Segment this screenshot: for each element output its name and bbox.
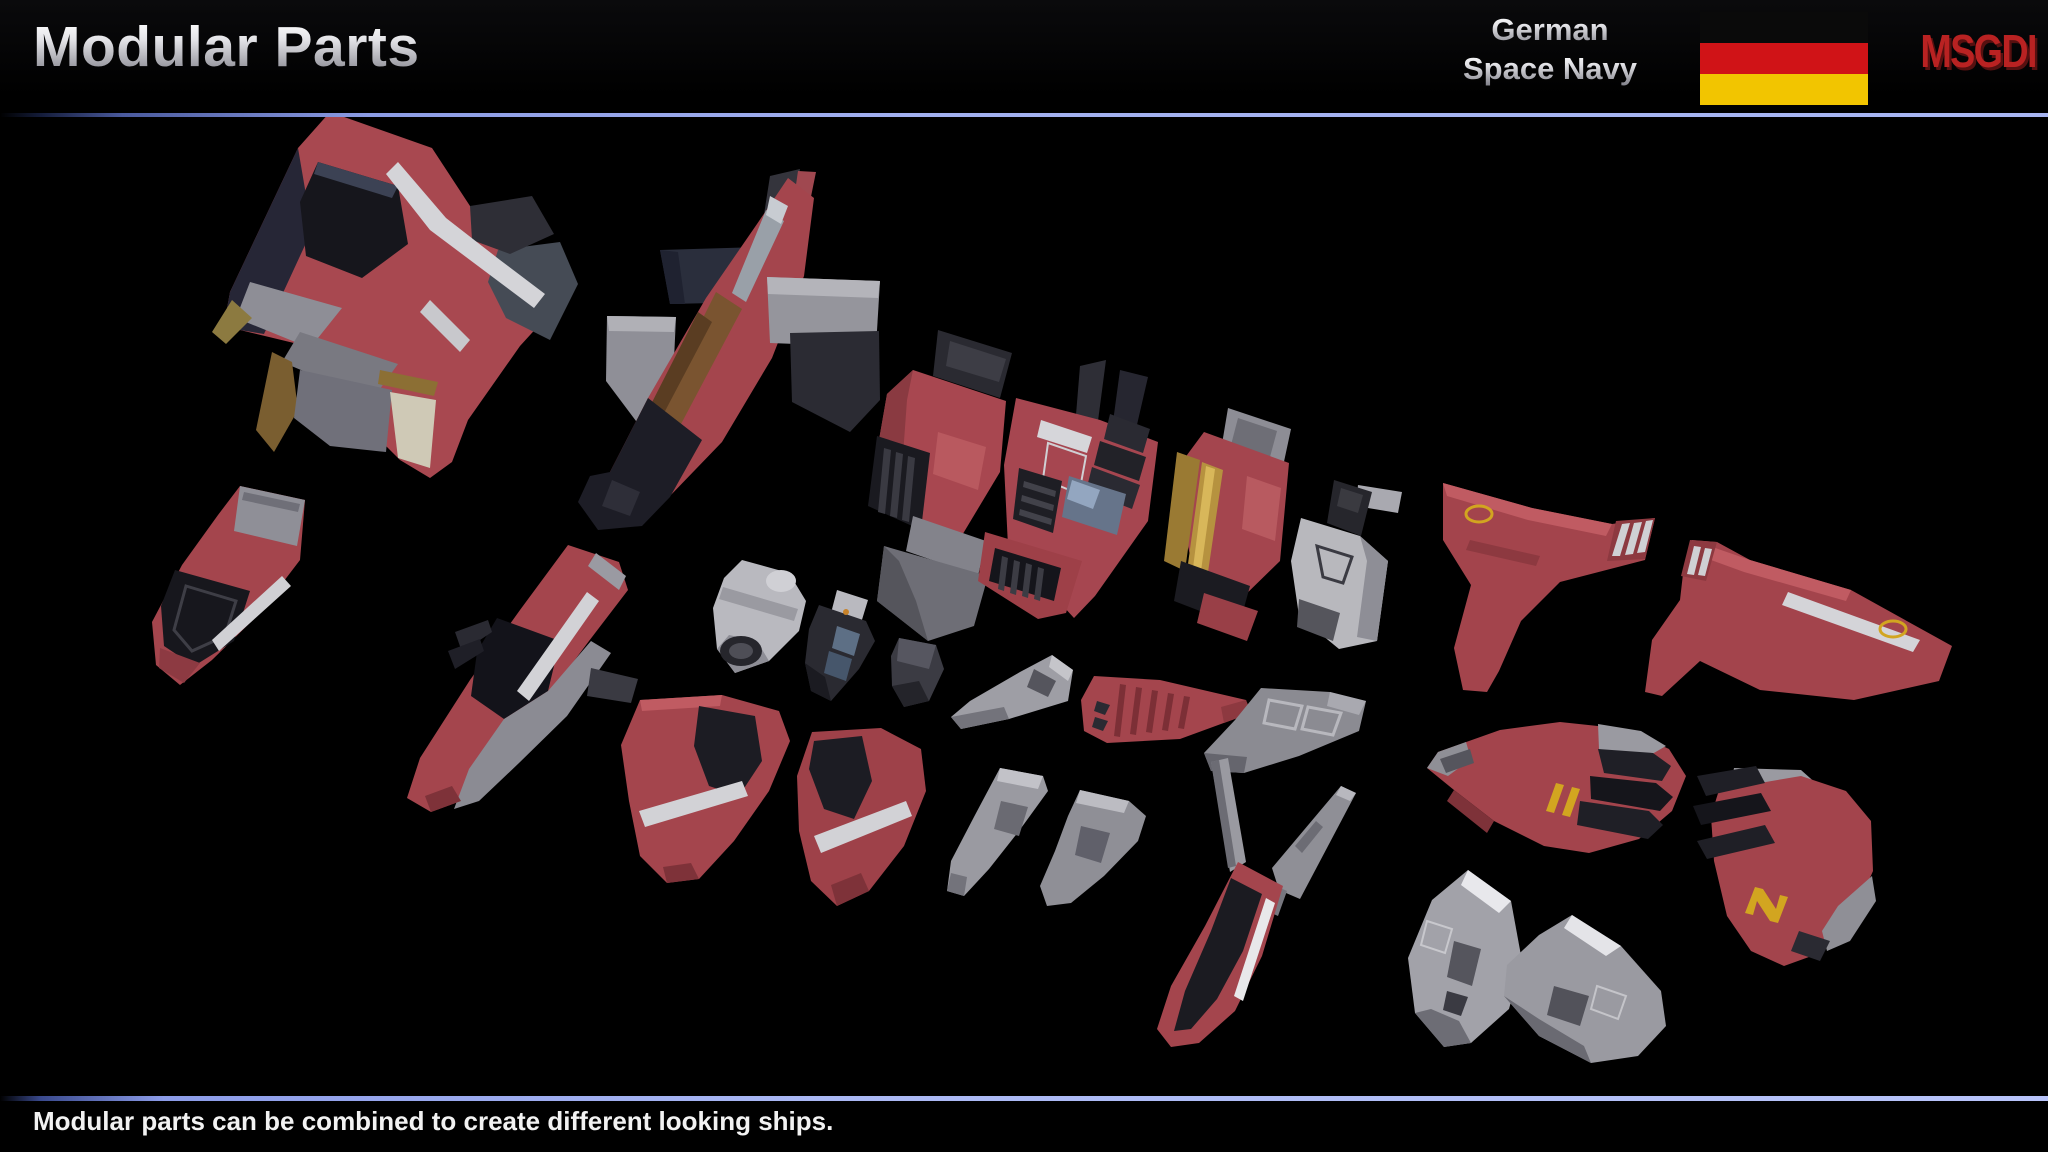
brand-line-german: German	[1440, 10, 1660, 49]
part-brass-pipe-module	[1164, 408, 1291, 641]
part-red-claw-mount-right	[1693, 766, 1876, 966]
part-small-dark-wedge	[891, 638, 944, 707]
part-grey-utility-module	[1291, 480, 1402, 649]
part-fuel-tank-cylinder	[713, 560, 806, 673]
part-red-side-fin-right	[797, 728, 926, 906]
part-grey-canard-wing	[951, 655, 1073, 729]
part-long-frigate-hull	[578, 169, 880, 530]
part-tail-boom-fork	[1157, 758, 1356, 1047]
page-title: Modular Parts	[33, 15, 420, 79]
bottom-divider-line	[0, 1096, 2048, 1101]
header-bar: Modular Parts German Space Navy MSGDI	[0, 0, 2048, 113]
brand-line-space-navy: Space Navy	[1440, 49, 1660, 88]
footer-bar: Modular parts can be combined to create …	[0, 1101, 2048, 1152]
part-grey-winglet-left	[947, 768, 1048, 896]
part-red-ribbed-wedge	[1081, 676, 1251, 743]
part-grey-armor-plate	[1204, 688, 1366, 773]
flag-stripe-red	[1700, 43, 1868, 74]
top-divider-line	[0, 113, 2048, 117]
footer-caption: Modular parts can be combined to create …	[33, 1106, 834, 1136]
part-red-wing-right	[1645, 540, 1952, 700]
part-red-wing-left	[1443, 483, 1655, 692]
flag-stripe-gold	[1700, 74, 1868, 105]
part-fighter-cockpit-section	[407, 545, 638, 812]
part-grey-hull-plate-right	[1504, 915, 1666, 1063]
flag-stripe-black	[1700, 12, 1868, 43]
german-flag	[1700, 12, 1868, 105]
part-engine-thruster-module	[868, 330, 1012, 641]
part-open-cockpit-section	[152, 486, 305, 685]
part-red-side-fin-left	[621, 695, 790, 883]
part-sensor-module	[805, 590, 875, 701]
part-grey-hull-plate-left	[1408, 870, 1522, 1047]
part-grey-winglet-right	[1040, 790, 1146, 906]
part-cargo-block-module	[978, 360, 1158, 619]
msgdi-logo: MSGDI	[1920, 25, 2038, 77]
part-large-command-hull	[212, 112, 578, 478]
brand-text: German Space Navy	[1440, 10, 1660, 88]
part-red-claw-mount-left	[1427, 722, 1686, 853]
